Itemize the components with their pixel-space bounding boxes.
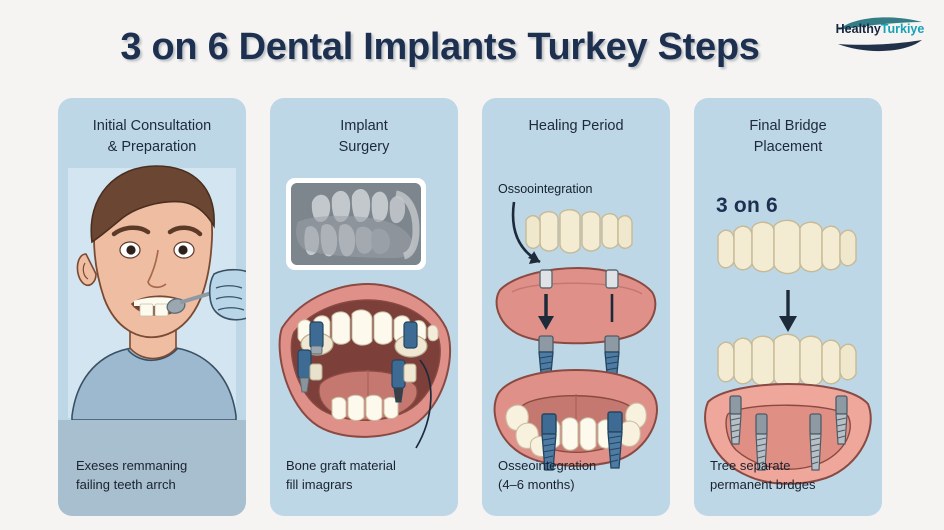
panel-1-title: Initial Consultation & Preparation	[66, 116, 238, 158]
panel-4-title: Final Bridge Placement	[702, 116, 874, 158]
implant-mid-left	[297, 349, 323, 393]
panel-1-illustration	[68, 165, 246, 421]
lower-jaw-arch	[493, 368, 658, 471]
panel-1-caption-line1: Exeses remmaning	[76, 458, 188, 474]
brand-logo: HealthyTurkiye	[830, 14, 930, 54]
implant-upper-right	[394, 321, 428, 358]
logo-swoosh-icon	[838, 17, 922, 52]
panel-3-annotation-osseointegration: Ossoointegration	[498, 182, 593, 196]
final-implant-1	[729, 395, 742, 445]
panel-1-title-line1: Initial Consultation	[92, 118, 212, 134]
panel-3-caption-line2: (4–6 months)	[498, 476, 575, 492]
lower-bridge-arch	[717, 333, 857, 389]
implant-screw-lower-left	[541, 413, 557, 471]
step-panel-4: Final Bridge Placement 3 on 6	[694, 98, 882, 516]
panel-4-caption-line2: permanent brdges	[710, 476, 816, 492]
implant-screw-lower-right	[607, 411, 623, 469]
final-implant-4	[835, 395, 848, 445]
panel-3-title-line1: Healing Period	[528, 118, 624, 134]
panel-2-title-line1: Implant	[340, 118, 388, 134]
open-mouth-with-implants	[278, 282, 452, 449]
implant-mid-right	[391, 359, 417, 403]
final-implant-2	[755, 413, 768, 471]
panel-4-caption: Tree separate permanent brdges	[710, 457, 870, 494]
upper-bridge-arch	[717, 219, 857, 275]
panel-4-title-line2: Placement	[753, 139, 823, 156]
panel-4-title-line1: Final Bridge	[749, 118, 827, 134]
lower-teeth	[331, 394, 399, 421]
panel-2-caption: Bone graft material fill imagrars	[286, 457, 446, 494]
final-implant-arch	[704, 382, 872, 485]
panel-1-title-line2: & Preparation	[107, 139, 197, 156]
panel-1-caption: Exeses remmaning failing teeth arrch	[76, 457, 234, 494]
dental-xray-image	[286, 178, 426, 270]
panel-3-title: Healing Period	[490, 116, 662, 137]
panel-3-caption-line1: Osseointegration	[498, 458, 597, 474]
step-panel-3: Healing Period Ossoointegration	[482, 98, 670, 516]
logo-wordmark: HealthyTurkiye	[830, 22, 930, 36]
panel-2-illustration	[278, 178, 452, 449]
panel-2-title-line2: Surgery	[338, 139, 390, 156]
panel-4-big-label: 3 on 6	[716, 194, 778, 217]
upper-teeth-bridge	[525, 209, 633, 254]
panel-2-caption-line2: fill imagrars	[286, 476, 353, 492]
panel-2-caption-line1: Bone graft material	[286, 458, 396, 474]
panel-3-caption: Osseointegration (4–6 months)	[498, 457, 658, 494]
page-title: 3 on 6 Dental Implants Turkey Steps	[120, 26, 760, 68]
panel-1-caption-line2: failing teeth arrch	[76, 476, 176, 492]
logo-text-turkiye: Turkiye	[880, 22, 925, 36]
step-panel-1: Initial Consultation & Preparation	[58, 98, 246, 516]
panel-4-illustration	[704, 219, 872, 485]
panel-4-caption-line1: Tree separate	[710, 458, 791, 474]
panel-2-title: Implant Surgery	[278, 116, 450, 158]
upper-gum-arch	[495, 266, 657, 385]
panel-1-caption-background	[58, 420, 246, 516]
final-implant-3	[809, 413, 822, 471]
logo-text-healthy: Healthy	[835, 22, 881, 36]
step-panel-2: Implant Surgery	[270, 98, 458, 516]
panel-3-illustration	[493, 201, 658, 471]
